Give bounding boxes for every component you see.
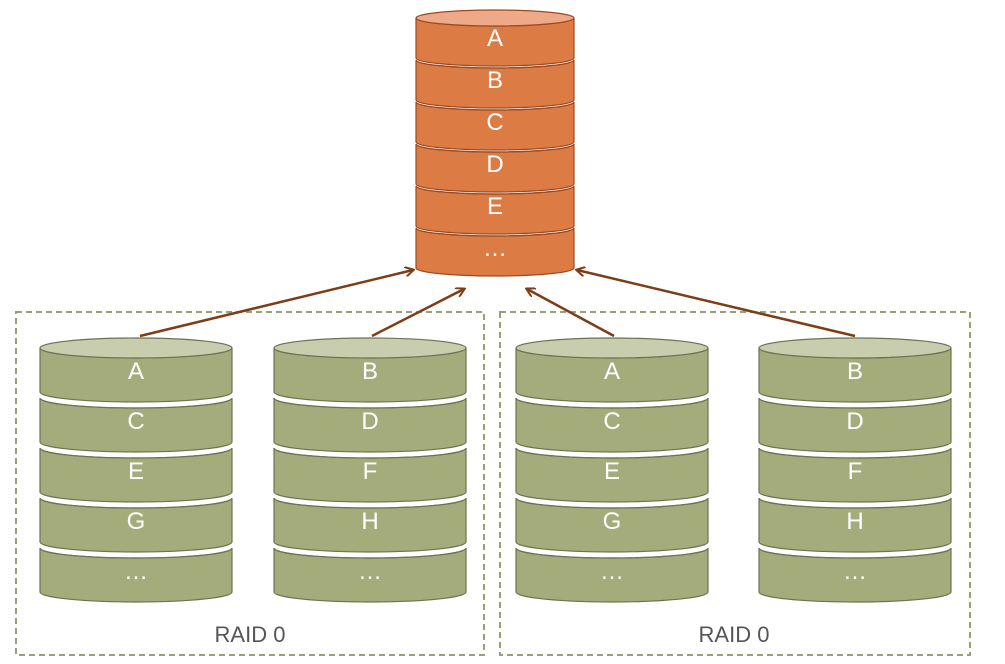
segment-divider: [39, 397, 233, 409]
segment-label: A: [604, 358, 620, 385]
segment-label: G: [127, 508, 146, 535]
segment-divider: [273, 497, 467, 509]
arrow-connector: [371, 289, 464, 338]
segment-divider: [758, 397, 952, 409]
segment-label: B: [487, 67, 503, 94]
segment-divider: [415, 101, 575, 111]
segment-label: B: [362, 358, 378, 385]
segment-label: C: [486, 109, 503, 136]
segment-divider: [415, 143, 575, 153]
segment-label: D: [361, 408, 378, 435]
segment-label: D: [846, 408, 863, 435]
segment-label: G: [603, 508, 622, 535]
segment-label: E: [128, 458, 144, 485]
segment-divider: [758, 447, 952, 459]
disk-top: [515, 337, 709, 359]
disk-top: [273, 337, 467, 359]
segment-label: C: [603, 408, 620, 435]
raid-disk: BDFH …: [273, 337, 467, 603]
top-disk: ABCDE …: [415, 9, 575, 277]
segment-label: …: [124, 558, 148, 585]
arrow-connector: [139, 270, 413, 338]
segment-divider: [273, 447, 467, 459]
segment-divider: [39, 447, 233, 459]
segment-label: F: [848, 458, 863, 485]
disk-top: [415, 9, 575, 27]
segment-divider: [758, 497, 952, 509]
segment-label: …: [358, 558, 382, 585]
segment-divider: [273, 397, 467, 409]
segment-label: H: [361, 508, 378, 535]
segment-divider: [39, 547, 233, 559]
disk-top: [39, 337, 233, 359]
raid-group-label: RAID 0: [215, 622, 286, 647]
segment-label: D: [486, 151, 503, 178]
segment-label: C: [127, 408, 144, 435]
segment-divider: [515, 447, 709, 459]
segment-label: E: [604, 458, 620, 485]
segment-divider: [415, 185, 575, 195]
segment-divider: [515, 397, 709, 409]
segment-label: F: [363, 458, 378, 485]
segment-divider: [39, 497, 233, 509]
segment-label: H: [846, 508, 863, 535]
segment-label: …: [483, 235, 507, 262]
segment-divider: [273, 547, 467, 559]
segment-label: …: [600, 558, 624, 585]
segment-divider: [415, 227, 575, 237]
raid-disk: ACEG …: [515, 337, 709, 603]
segment-label: A: [487, 25, 503, 52]
arrow-connector: [577, 270, 856, 338]
disk-top: [758, 337, 952, 359]
segment-label: B: [847, 358, 863, 385]
segment-label: E: [487, 193, 503, 220]
segment-divider: [515, 547, 709, 559]
raid-group-label: RAID 0: [699, 622, 770, 647]
arrow-connector: [527, 289, 615, 338]
segment-divider: [415, 59, 575, 69]
raid-disk: ACEG …: [39, 337, 233, 603]
raid-disk: BDFH …: [758, 337, 952, 603]
raid-group-box: [15, 311, 485, 656]
raid-group-box: [499, 311, 971, 656]
segment-label: …: [843, 558, 867, 585]
segment-label: A: [128, 358, 144, 385]
segment-divider: [515, 497, 709, 509]
segment-divider: [758, 547, 952, 559]
